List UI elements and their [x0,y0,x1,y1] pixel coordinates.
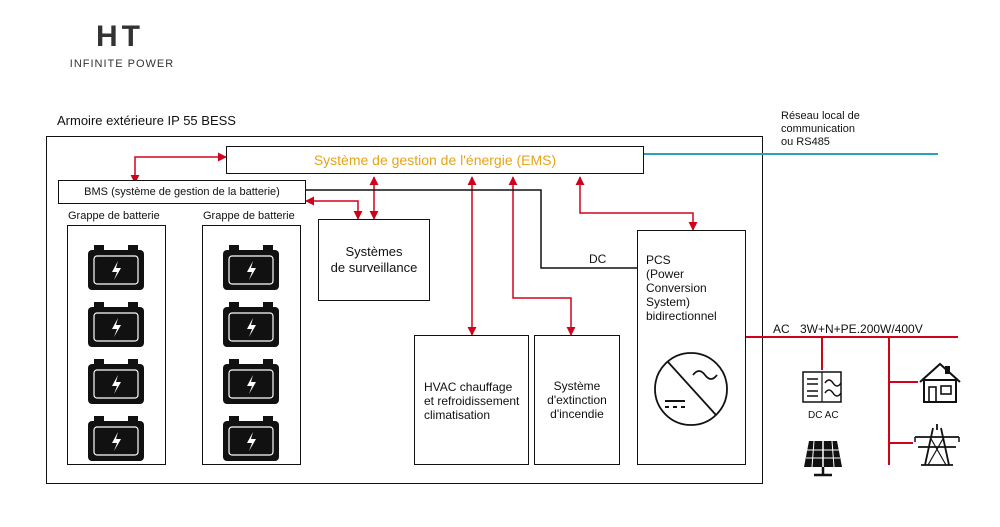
ems-pcs-arrow [575,176,698,231]
network-label: Réseau local de communication ou RS485 [781,110,860,148]
fire-label: Système d'extinction d'incendie [547,379,607,421]
bms-ems-arrow [130,152,227,184]
surveillance-box: Systèmes de surveillance [318,219,430,301]
dcac-label: DC AC [808,410,839,421]
logo-tagline: INFINITE POWER [69,58,175,70]
bms-label: BMS (système de gestion de la batterie) [84,185,280,198]
dc-line [306,189,637,269]
battery-icon [223,302,279,347]
fire-box: Système d'extinction d'incendie [534,335,620,465]
hvac-box: HVAC chauffage et refroidissement climat… [414,335,529,465]
battery-icon [223,359,279,404]
ems-fire-arrow [508,176,576,336]
pcs-box: PCS (Power Conversion System) bidirectio… [637,230,746,465]
inverter-icon [654,352,728,426]
ac-label: AC [773,322,790,336]
battery-icon [223,245,279,290]
dc-label: DC [589,252,607,266]
surveillance-label: Systèmes de surveillance [330,244,418,275]
cluster2-label: Grappe de batterie [203,210,295,222]
hvac-label: HVAC chauffage et refroidissement climat… [424,380,520,422]
logo: HT INFINITE POWER [60,20,190,71]
cabinet-title: Armoire extérieure IP 55 BESS [57,113,236,128]
battery-icon [88,302,144,347]
pcs-label: PCS (Power Conversion System) bidirectio… [646,253,717,323]
ems-label: Système de gestion de l'énergie (EMS) [313,152,557,168]
battery-icon [88,416,144,461]
logo-mark: HT [96,20,144,53]
bms-box: BMS (système de gestion de la batterie) [58,180,306,204]
grid-label: 3W+N+PE.200W/400V [800,322,923,336]
battery-icon [88,245,144,290]
battery-icon [223,416,279,461]
bms-surveillance-arrow [305,196,363,220]
cluster1-label: Grappe de batterie [68,210,160,222]
battery-icon [88,359,144,404]
ems-box: Système de gestion de l'énergie (EMS) [226,146,644,174]
